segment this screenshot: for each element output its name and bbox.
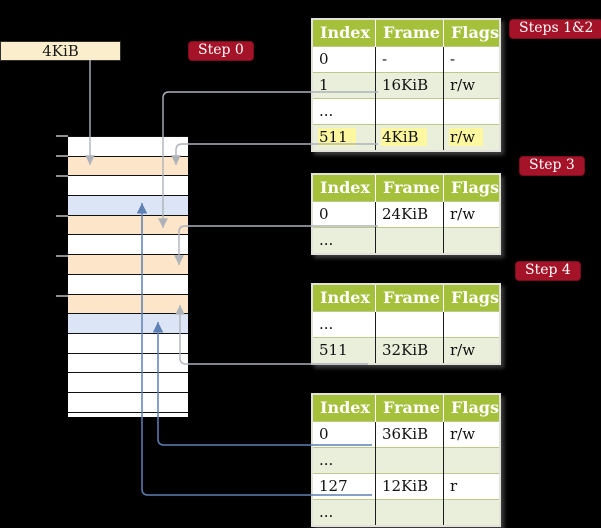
table-cell: r/w bbox=[443, 72, 499, 99]
memory-frame-table bbox=[68, 156, 188, 177]
table-cell: r/w bbox=[443, 201, 499, 228]
table-cell: 16KiB bbox=[375, 72, 444, 99]
memory-frame-free bbox=[68, 137, 188, 157]
memory-frame-free bbox=[68, 235, 188, 256]
table-cell: ... bbox=[313, 499, 376, 525]
table-cell bbox=[375, 311, 444, 338]
table-cell: ... bbox=[313, 227, 376, 253]
highlighted-value: 511 bbox=[318, 128, 356, 146]
frame-boundary-tick bbox=[56, 255, 68, 257]
table-cell bbox=[443, 98, 499, 125]
table-cell: ... bbox=[313, 447, 376, 474]
table-cell: 511 bbox=[313, 124, 376, 150]
memory-frame-free bbox=[68, 373, 188, 393]
column-header-frame: Frame bbox=[375, 285, 444, 312]
table-cell bbox=[443, 447, 499, 474]
table-cell: ... bbox=[313, 98, 376, 125]
column-header-index: Index bbox=[313, 285, 376, 312]
table-cell: - bbox=[443, 46, 499, 73]
physical-memory-stack bbox=[68, 136, 188, 417]
table-cell: r/w bbox=[443, 337, 499, 363]
memory-frame-page bbox=[68, 314, 188, 334]
table-cell: - bbox=[375, 46, 444, 73]
column-header-flags: Flags bbox=[443, 175, 499, 202]
table-row: ... bbox=[313, 227, 499, 253]
table-row: ... bbox=[313, 499, 499, 525]
frame-address-box: 4KiB bbox=[0, 41, 121, 61]
table-cell bbox=[375, 499, 444, 525]
table-cell bbox=[375, 227, 444, 253]
table-cell: 36KiB bbox=[375, 421, 444, 448]
memory-frame-free bbox=[68, 333, 188, 354]
table-row: 0-- bbox=[313, 46, 499, 73]
column-header-frame: Frame bbox=[375, 20, 444, 47]
table-cell: 0 bbox=[313, 46, 376, 73]
table-cell: 0 bbox=[313, 421, 376, 448]
frame-boundary-tick bbox=[56, 215, 68, 217]
table-cell: 12KiB bbox=[375, 473, 444, 500]
memory-frame-table bbox=[68, 294, 188, 315]
table-cell: 4KiB bbox=[375, 124, 444, 150]
table-row: ... bbox=[313, 98, 499, 125]
frame-boundary-tick bbox=[56, 155, 68, 157]
table-cell: 32KiB bbox=[375, 337, 444, 363]
table-cell: 24KiB bbox=[375, 201, 444, 228]
table-cell: r/w bbox=[443, 124, 499, 150]
highlighted-value: r/w bbox=[449, 128, 484, 146]
table-cell: ... bbox=[313, 311, 376, 338]
table-cell bbox=[443, 499, 499, 525]
memory-frame-table bbox=[68, 255, 188, 275]
table-row: ... bbox=[313, 447, 499, 474]
table-row: ... bbox=[313, 311, 499, 338]
table-cell: 511 bbox=[313, 337, 376, 363]
memory-frame-free bbox=[68, 176, 188, 197]
column-header-frame: Frame bbox=[375, 175, 444, 202]
table-cell bbox=[375, 447, 444, 474]
badge-step-0: Step 0 bbox=[188, 41, 254, 61]
frame-boundary-tick bbox=[56, 295, 68, 297]
column-header-index: Index bbox=[313, 20, 376, 47]
badge-steps-1-2: Steps 1&2 bbox=[509, 19, 601, 39]
column-header-flags: Flags bbox=[443, 395, 499, 422]
memory-frame-free bbox=[68, 353, 188, 374]
table-cell bbox=[443, 311, 499, 338]
table-cell: r/w bbox=[443, 421, 499, 448]
memory-frame-free bbox=[68, 274, 188, 295]
frame-boundary-tick bbox=[56, 135, 68, 137]
memory-frame-free bbox=[68, 392, 188, 413]
frame-boundary-tick bbox=[56, 175, 68, 177]
table-cell: 127 bbox=[313, 473, 376, 500]
highlighted-value: 4KiB bbox=[381, 128, 427, 146]
badge-step-4: Step 4 bbox=[515, 261, 581, 281]
table-row: 511 4KiB r/w bbox=[313, 124, 499, 150]
table-cell: 1 bbox=[313, 72, 376, 99]
memory-frame-table bbox=[68, 215, 188, 236]
table-cell: 0 bbox=[313, 201, 376, 228]
column-header-frame: Frame bbox=[375, 395, 444, 422]
memory-frame-page bbox=[68, 196, 188, 216]
column-header-index: Index bbox=[313, 175, 376, 202]
table-cell bbox=[443, 227, 499, 253]
badge-step-3: Step 3 bbox=[519, 156, 585, 176]
table-cell bbox=[375, 98, 444, 125]
column-header-flags: Flags bbox=[443, 285, 499, 312]
table-cell: r bbox=[443, 473, 499, 500]
column-header-index: Index bbox=[313, 395, 376, 422]
column-header-flags: Flags bbox=[443, 20, 499, 47]
